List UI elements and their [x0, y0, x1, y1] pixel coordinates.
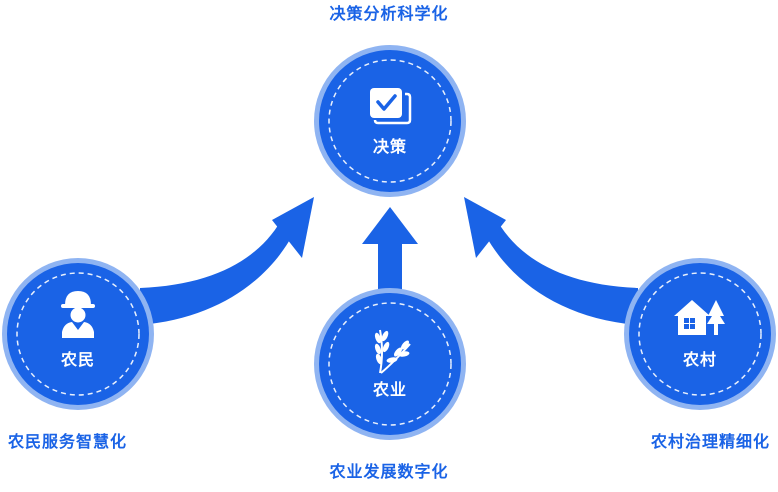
node-decision: 决策 [314, 45, 466, 197]
node-agriculture: 农业 [314, 288, 466, 440]
arrow-rural-to-decision [464, 197, 638, 325]
caption-rural: 农村治理精细化 [650, 432, 770, 451]
caption-farmers: 农民服务智慧化 [8, 432, 128, 451]
arrow-farmers-to-decision [140, 197, 314, 325]
node-rural-label: 农村 [682, 350, 717, 369]
wheat-icon [374, 329, 411, 374]
node-decision-label: 决策 [373, 137, 407, 156]
node-rural: 农村 [624, 258, 776, 410]
arrow-agriculture-to-decision [362, 207, 418, 295]
node-agriculture-label: 农业 [372, 380, 407, 399]
caption-decision: 决策分析科学化 [329, 4, 449, 23]
checklist-icon [370, 88, 412, 125]
house-tree-icon [674, 300, 725, 335]
worker-helmet-icon [61, 291, 95, 338]
node-farmers: 农民 [2, 258, 154, 410]
node-farmers-label: 农民 [60, 350, 95, 369]
caption-agriculture: 农业发展数字化 [329, 462, 449, 481]
